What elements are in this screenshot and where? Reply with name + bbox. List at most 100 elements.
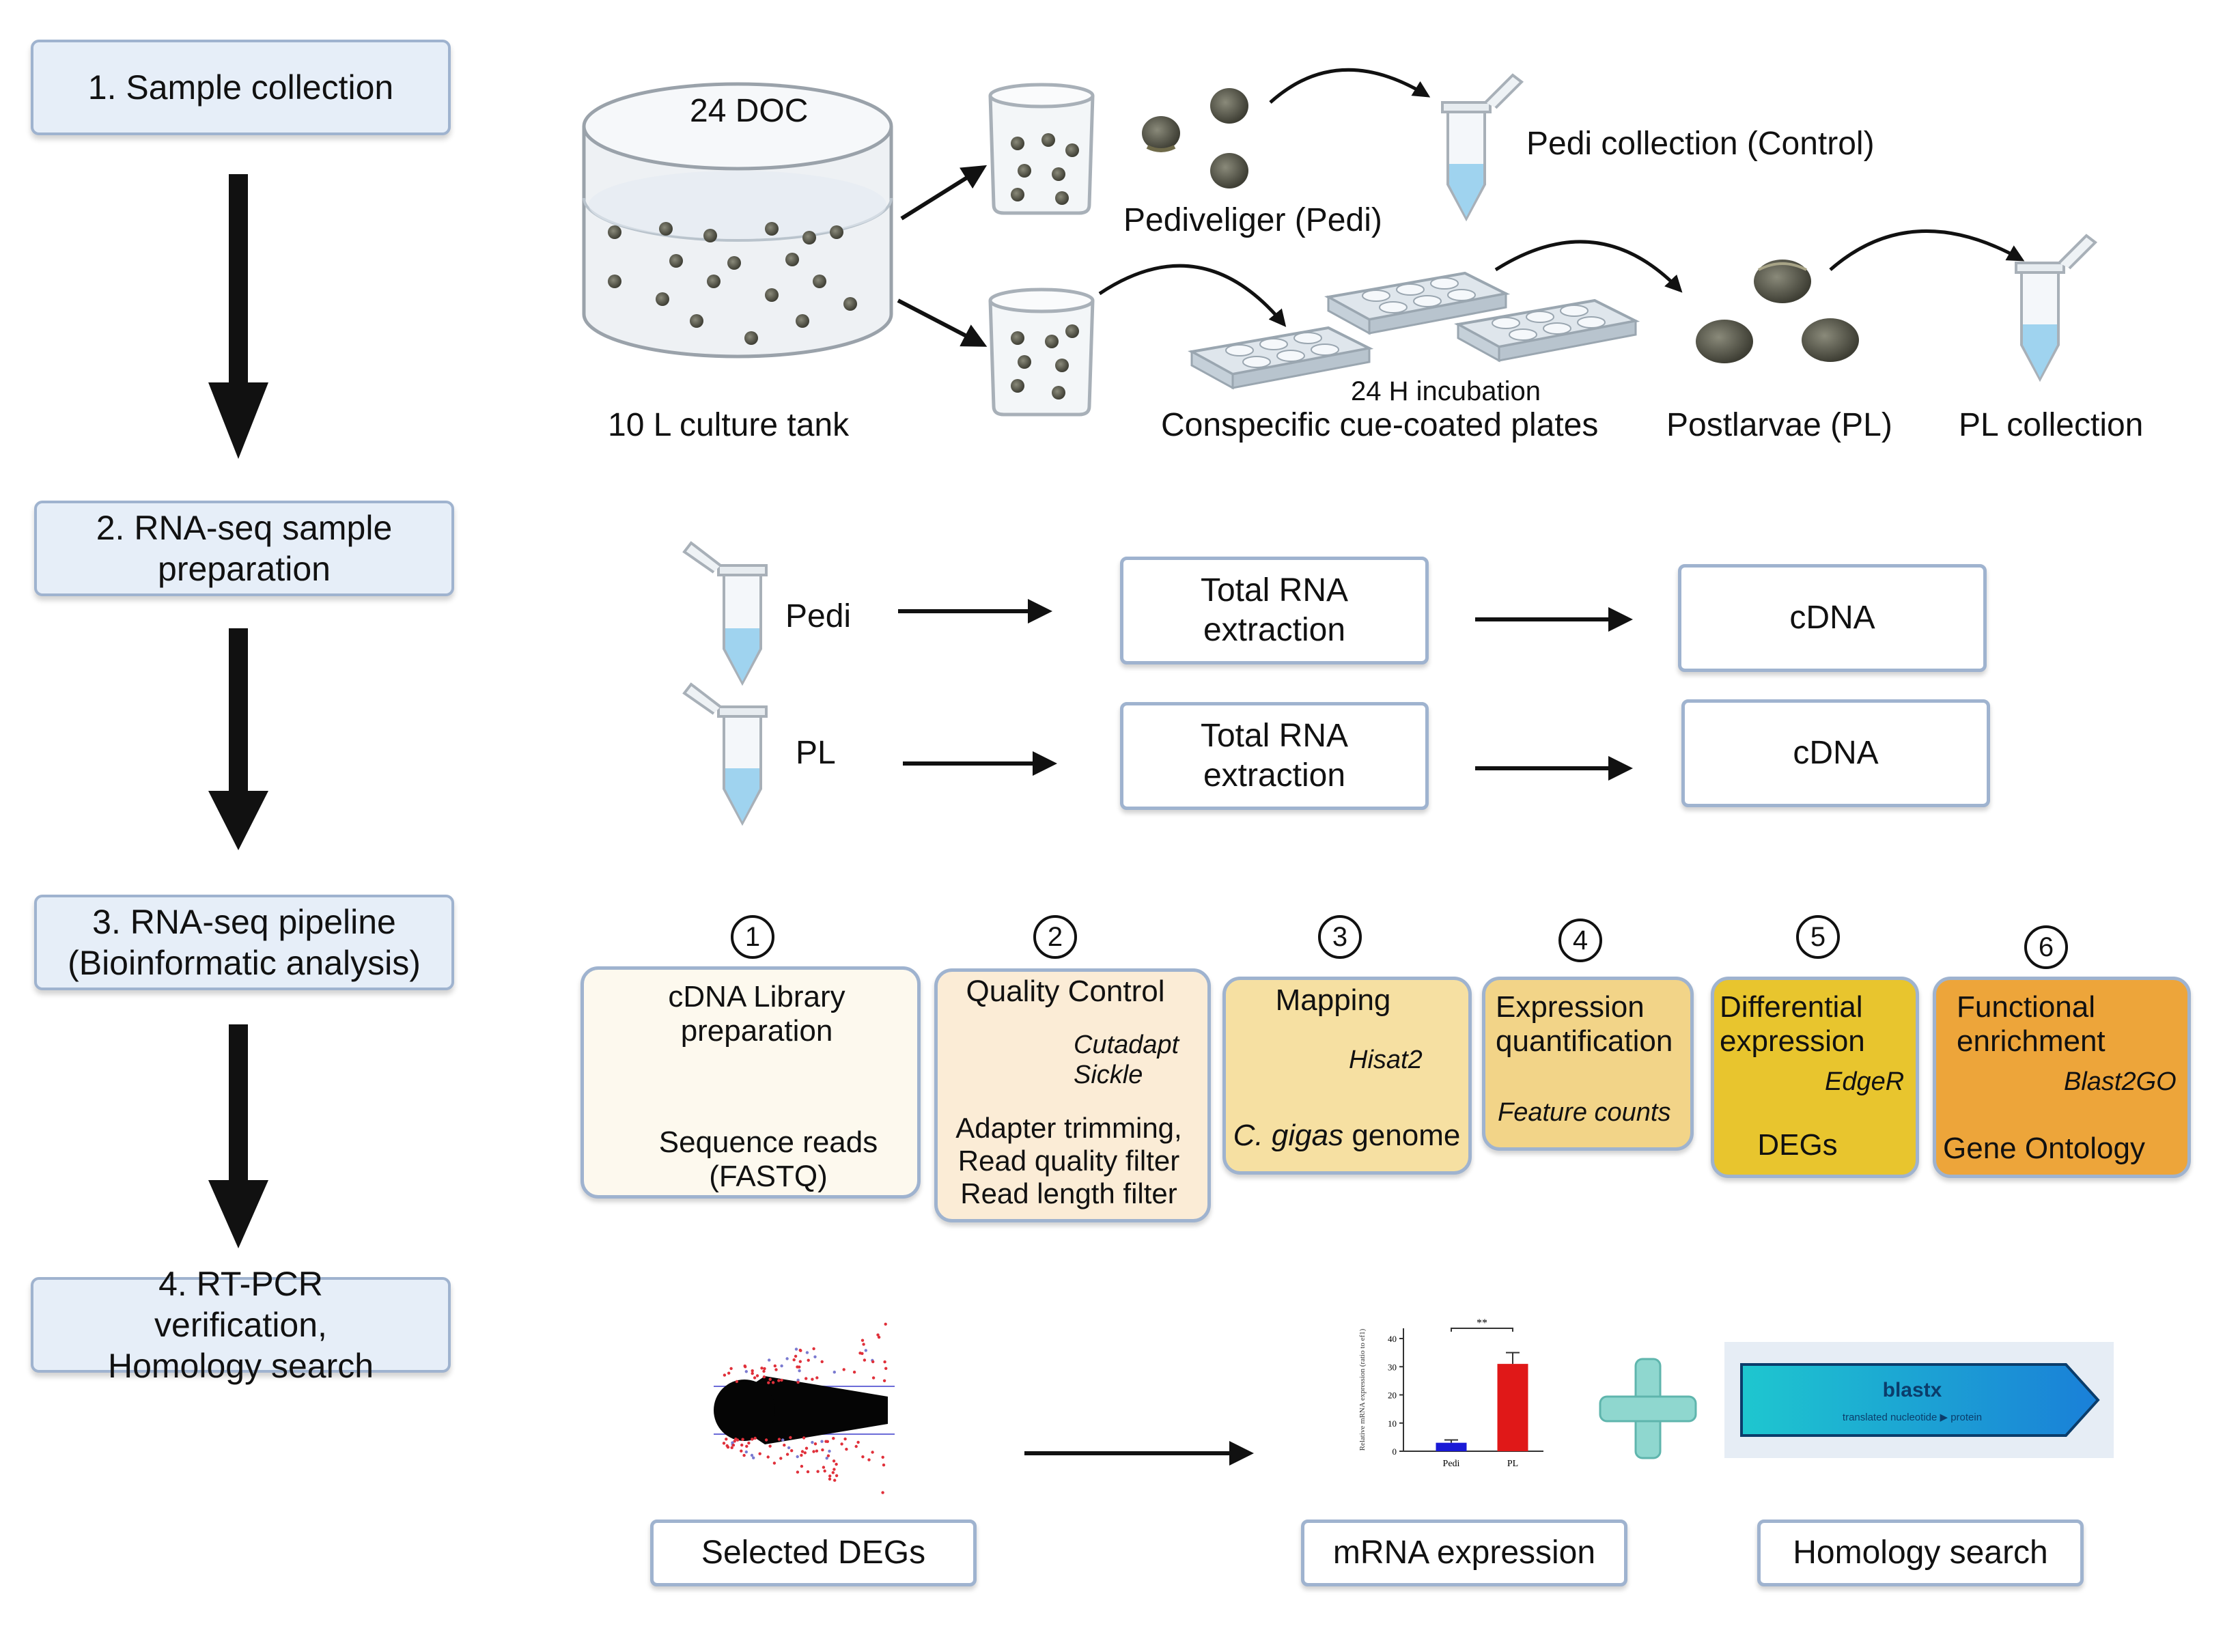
stage-6-tool: Blast2GO <box>2064 1067 2177 1096</box>
stage-6-result: Gene Ontology <box>1943 1132 2145 1165</box>
arrow-tank-to-beaker-top <box>900 165 988 221</box>
bar-pedi <box>1436 1442 1467 1451</box>
ma-point <box>798 1365 801 1369</box>
stage-2-tool: Cutadapt Sickle <box>1074 1031 1179 1089</box>
cdna-box-pl: cDNA <box>1681 699 1990 807</box>
stage-6-number: 6 <box>2024 925 2068 969</box>
stage-3-result-species: C. gigas <box>1233 1119 1344 1152</box>
ma-point <box>852 1371 856 1374</box>
ma-point <box>753 1376 757 1380</box>
extraction-line1: Total RNA <box>1200 572 1349 608</box>
pl-sample-label: PL <box>796 735 836 771</box>
ma-point <box>881 1491 884 1494</box>
ma-point <box>811 1377 814 1381</box>
stage-3-tool: Hisat2 <box>1349 1046 1423 1074</box>
ma-point <box>798 1360 802 1363</box>
x-tick-label: PL <box>1507 1459 1518 1469</box>
stage-5-title: Differential expression <box>1720 990 1865 1058</box>
ma-point <box>828 1449 831 1453</box>
ma-point <box>766 1455 770 1459</box>
ma-point <box>815 1376 819 1380</box>
ma-point <box>856 1440 860 1444</box>
ma-point <box>863 1358 867 1362</box>
stage-5-box <box>1711 977 1919 1178</box>
ma-point <box>832 1459 836 1463</box>
stage-2-title: Quality Control <box>966 975 1165 1008</box>
ma-point <box>727 1371 731 1375</box>
flow-arrow-1 <box>208 174 268 459</box>
ma-point <box>796 1455 799 1459</box>
y-tick-label: 40 <box>1388 1334 1397 1344</box>
ma-point <box>800 1450 805 1453</box>
ma-point <box>789 1436 792 1440</box>
stage-1-number: 1 <box>731 915 774 959</box>
ma-point <box>833 1468 836 1471</box>
ma-point <box>807 1358 810 1362</box>
ma-point <box>861 1339 865 1342</box>
arrow-postlarvae-to-tube <box>1829 229 2025 271</box>
homology-search-label: Homology search <box>1793 1535 2048 1571</box>
stage-4-box <box>1482 977 1694 1151</box>
ma-point <box>768 1444 772 1448</box>
ma-point <box>744 1450 749 1454</box>
incubation-label: 24 H incubation <box>1351 376 1541 406</box>
ma-point <box>785 1453 789 1456</box>
stage-3-result: genome <box>1352 1119 1461 1152</box>
blastx-title: blastx <box>1883 1379 1942 1401</box>
tank-larvae <box>608 222 857 345</box>
ma-point <box>842 1368 845 1371</box>
stage-5-tool: EdgeR <box>1825 1067 1905 1096</box>
significance-marker: ** <box>1477 1317 1487 1329</box>
beaker-top <box>988 83 1095 215</box>
pl-collection-label: PL collection <box>1959 407 2144 443</box>
arrow-beaker-to-plates <box>1098 264 1287 327</box>
blastx-banner: blastx translated nucleotide ▶ protein <box>1724 1342 2114 1458</box>
ma-point <box>816 1470 820 1473</box>
tube-pl-collection <box>2015 234 2098 382</box>
ma-point <box>752 1456 755 1459</box>
ma-point <box>772 1461 777 1465</box>
ma-point <box>731 1443 736 1447</box>
ma-point <box>828 1477 832 1481</box>
ma-point <box>768 1358 771 1362</box>
ma-point <box>798 1348 802 1352</box>
ma-point <box>723 1373 727 1377</box>
stage-3-result-row: C. gigas genome <box>1233 1119 1461 1153</box>
ma-point <box>835 1462 838 1466</box>
ma-plot <box>710 1308 895 1499</box>
plates-label: Conspecific cue-coated plates <box>1161 407 1599 443</box>
ma-point <box>871 1376 876 1380</box>
pedi-collection-label: Pedi collection (Control) <box>1526 126 1875 162</box>
ma-point <box>794 1347 798 1351</box>
tube-pedi-sample <box>682 541 768 686</box>
mrna-expression-box: mRNA expression <box>1301 1520 1627 1586</box>
ma-point <box>798 1369 801 1373</box>
step-rtpcr-verification: 4. RT-PCR verification, Homology search <box>31 1265 451 1385</box>
ma-point <box>760 1367 764 1370</box>
ma-point <box>864 1349 868 1352</box>
stage-3-number: 3 <box>1318 915 1362 959</box>
stage-2-result: Adapter trimming, Read quality filter Re… <box>955 1112 1182 1209</box>
plus-icon <box>1599 1358 1697 1459</box>
ma-point <box>802 1436 806 1440</box>
ma-point <box>826 1454 830 1457</box>
ma-point <box>835 1474 839 1477</box>
ma-point <box>823 1469 826 1473</box>
extraction-box-pedi: Total RNA extraction <box>1120 557 1429 664</box>
ma-point <box>767 1381 770 1384</box>
ma-point <box>750 1453 754 1457</box>
stage-5-result: DEGs <box>1757 1128 1838 1162</box>
ma-point <box>771 1381 775 1384</box>
extraction-line2: extraction <box>1203 612 1346 648</box>
ma-point <box>777 1438 781 1441</box>
x-tick-label: Pedi <box>1443 1459 1460 1469</box>
ma-point <box>840 1442 843 1446</box>
ma-point <box>854 1444 858 1448</box>
pedi-sample-label: Pedi <box>785 598 852 634</box>
ma-point <box>815 1449 819 1453</box>
error-bar-pl <box>1506 1352 1520 1364</box>
pediveliger-label: Pediveliger (Pedi) <box>1123 202 1382 238</box>
ma-point <box>794 1354 798 1358</box>
arrow-plates-to-postlarvae <box>1494 240 1683 293</box>
